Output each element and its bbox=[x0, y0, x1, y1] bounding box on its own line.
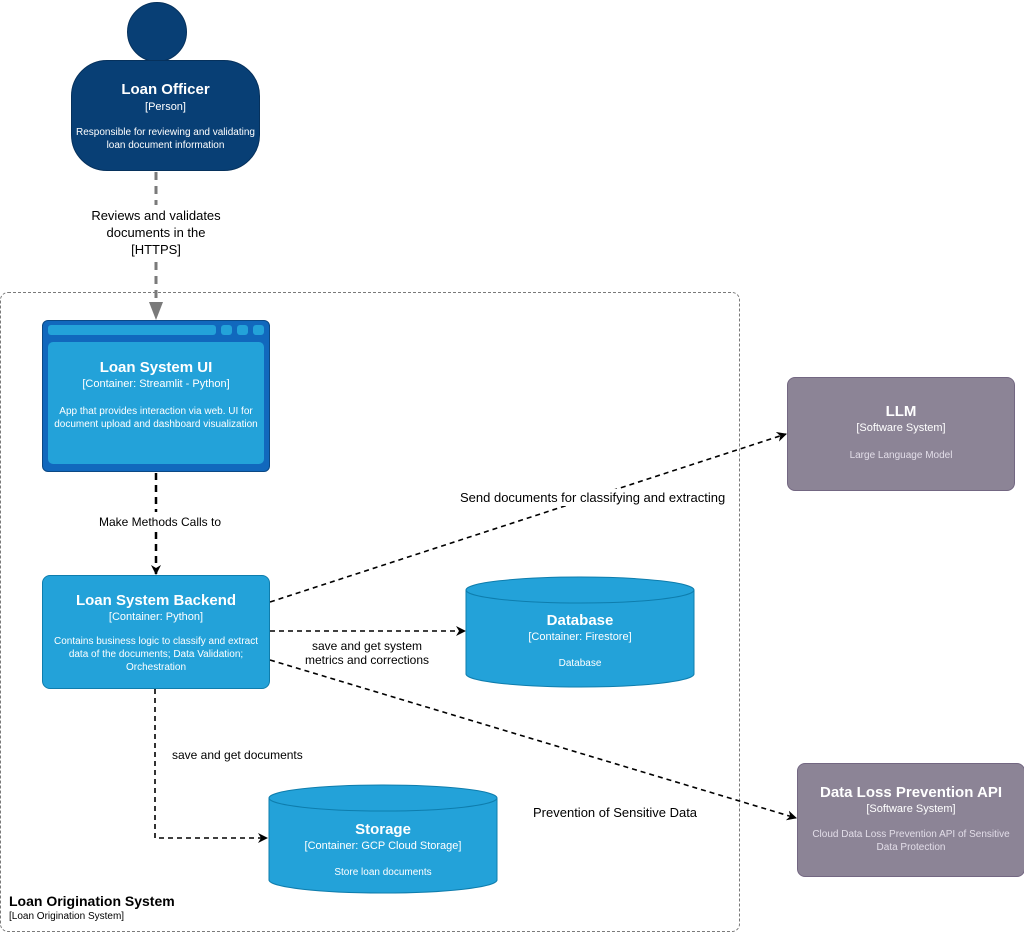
edge-officer-ui-arrowhead bbox=[149, 302, 163, 320]
ui-tag: [Container: Streamlit - Python] bbox=[82, 378, 230, 390]
backend-desc-line2: data of the documents; Data Validation; bbox=[68, 649, 244, 660]
dlp-desc-line1: Cloud Data Loss Prevention API of Sensit… bbox=[812, 829, 1010, 840]
dlp-desc-line2: Data Protection bbox=[876, 842, 946, 853]
person-head-shape bbox=[127, 2, 187, 62]
edge-label-backend-db: save and get system metrics and correcti… bbox=[298, 639, 436, 667]
ui-window-button-icon bbox=[253, 325, 264, 335]
edge-label-officer-ui-line2: documents in the bbox=[106, 225, 206, 240]
loan-system-backend-container[interactable]: Loan System Backend [Container: Python] … bbox=[42, 575, 270, 689]
ui-desc-line1: App that provides interaction via web. U… bbox=[59, 406, 253, 417]
edge-label-backend-dlp: Prevention of Sensitive Data bbox=[533, 804, 698, 821]
database-cylinder-shape bbox=[465, 576, 695, 688]
backend-tag: [Container: Python] bbox=[108, 611, 204, 623]
person-desc-line2: loan document information bbox=[106, 140, 225, 151]
person-title: Loan Officer bbox=[121, 81, 210, 98]
database-container[interactable]: Database [Container: Firestore] Database bbox=[465, 612, 695, 670]
edge-label-backend-llm: Send documents for classifying and extra… bbox=[460, 489, 726, 506]
database-tag: [Container: Firestore] bbox=[528, 631, 632, 643]
storage-container[interactable]: Storage [Container: GCP Cloud Storage] S… bbox=[268, 821, 498, 879]
llm-title: LLM bbox=[885, 403, 917, 420]
ui-window-button-icon bbox=[221, 325, 232, 335]
storage-title: Storage bbox=[355, 821, 411, 838]
storage-cylinder-shape bbox=[268, 784, 498, 894]
backend-desc-line1: Contains business logic to classify and … bbox=[54, 636, 258, 647]
llm-desc: Large Language Model bbox=[849, 450, 953, 461]
ui-window-button-icon bbox=[237, 325, 248, 335]
edge-label-officer-ui-line3: [HTTPS] bbox=[131, 242, 181, 257]
ui-desc-line2: document upload and dashboard visualizat… bbox=[54, 419, 258, 430]
edge-label-officer-ui-line1: Reviews and validates bbox=[91, 208, 221, 223]
edge-label-backend-storage: save and get documents bbox=[172, 748, 303, 762]
boundary-tag: [Loan Origination System] bbox=[9, 911, 125, 922]
edge-backend-llm bbox=[269, 432, 787, 603]
dlp-tag: [Software System] bbox=[866, 803, 956, 815]
edge-label-backend-db-line2: metrics and corrections bbox=[304, 653, 430, 667]
llm-software-system[interactable]: LLM [Software System] Large Language Mod… bbox=[787, 377, 1015, 491]
storage-desc: Store loan documents bbox=[334, 867, 432, 878]
dlp-title: Data Loss Prevention API bbox=[820, 784, 1002, 801]
loan-system-ui-body: Loan System UI [Container: Streamlit - P… bbox=[48, 342, 264, 464]
database-desc: Database bbox=[558, 658, 602, 669]
person-tag: [Person] bbox=[145, 101, 186, 113]
edge-label-backend-db-line1: save and get system bbox=[311, 639, 423, 653]
llm-tag: [Software System] bbox=[856, 422, 946, 434]
edge-backend-storage bbox=[154, 689, 268, 843]
ui-title: Loan System UI bbox=[99, 359, 213, 376]
database-title: Database bbox=[546, 612, 614, 629]
backend-desc-line3: Orchestration bbox=[125, 662, 187, 673]
ui-browser-bar bbox=[48, 325, 216, 335]
boundary-title: Loan Origination System bbox=[9, 893, 175, 909]
edge-label-officer-ui: Reviews and validates documents in the [… bbox=[60, 207, 252, 258]
dlp-software-system[interactable]: Data Loss Prevention API [Software Syste… bbox=[797, 763, 1024, 877]
edge-label-ui-backend: Make Methods Calls to bbox=[90, 515, 230, 529]
storage-tag: [Container: GCP Cloud Storage] bbox=[304, 840, 462, 852]
edge-backend-dlp bbox=[269, 659, 797, 821]
system-boundary bbox=[0, 292, 740, 932]
loan-officer-person[interactable]: Loan Officer [Person] Responsible for re… bbox=[71, 60, 260, 171]
person-desc-line1: Responsible for reviewing and validating bbox=[76, 127, 255, 138]
backend-title: Loan System Backend bbox=[75, 592, 237, 609]
